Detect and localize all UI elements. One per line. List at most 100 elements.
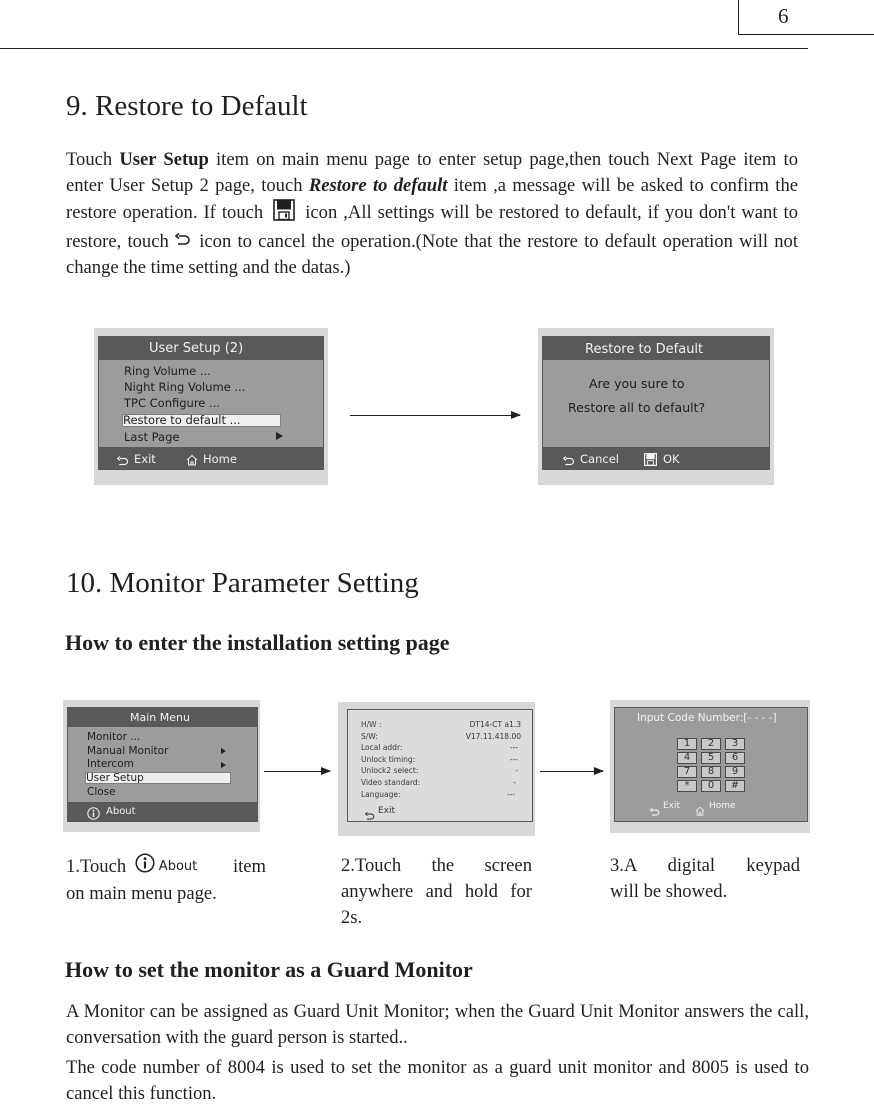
para-text: icon ,All settings will be restored to d… <box>66 202 798 252</box>
step-3-line-1: 3.A digital keypad <box>610 855 800 876</box>
step-1-caption: 1.Touch About item on main menu page. <box>66 853 266 907</box>
menu-item-restore-to-default[interactable]: Restore to default ... <box>122 414 281 427</box>
menu-item-ring-volume[interactable]: Ring Volume ... <box>124 364 211 378</box>
back-icon <box>174 229 191 255</box>
home-icon[interactable] <box>186 451 198 470</box>
keypad-key-9[interactable]: 9 <box>725 766 745 778</box>
save-icon <box>273 199 296 229</box>
info-icon <box>135 853 155 881</box>
main-menu-screen: Main Menu Monitor ... Manual Monitor Int… <box>67 707 258 822</box>
keypad-key-3[interactable]: 3 <box>725 738 745 750</box>
step-1-text: 1.Touch <box>66 856 131 877</box>
main-menu-screen-frame: Main Menu Monitor ... Manual Monitor Int… <box>63 700 260 832</box>
info-value: DT14-CT a1.3 <box>469 720 521 729</box>
keypad-key-8[interactable]: 8 <box>701 766 721 778</box>
keypad-key-2[interactable]: 2 <box>701 738 721 750</box>
keypad-key-star[interactable]: * <box>677 780 697 792</box>
back-icon[interactable] <box>649 802 660 821</box>
home-button[interactable]: Home <box>709 801 736 811</box>
exit-button[interactable]: Exit <box>134 452 156 466</box>
info-icon[interactable] <box>87 805 100 824</box>
keypad-key-7[interactable]: 7 <box>677 766 697 778</box>
subheading-installation: How to enter the installation setting pa… <box>65 630 450 655</box>
info-value: --- <box>509 743 518 753</box>
menu-item-monitor[interactable]: Monitor ... <box>87 731 141 743</box>
cancel-button[interactable]: Cancel <box>580 452 619 466</box>
screen-bottom-bar: Exit Home <box>99 447 323 469</box>
user-setup-screen: User Setup (2) Ring Volume ... Night Rin… <box>98 336 324 470</box>
back-icon[interactable] <box>116 452 129 471</box>
ok-button[interactable]: OK <box>663 452 680 466</box>
screen-bottom-bar: Cancel OK <box>543 447 769 469</box>
keypad-key-1[interactable]: 1 <box>677 738 697 750</box>
triangle-right-icon <box>276 432 283 440</box>
confirm-line-2: Restore all to default? <box>568 400 706 415</box>
page-number-box <box>738 0 874 35</box>
info-label: Language: <box>361 789 401 799</box>
info-value: --- <box>506 789 515 799</box>
triangle-right-icon <box>221 748 226 754</box>
guard-paragraph-2: The code number of 8004 is used to set t… <box>66 1057 809 1104</box>
keypad-screen: Input Code Number:[- - - -] 1 2 3 4 5 6 … <box>614 707 808 822</box>
step-3-line-2: will be showed. <box>610 881 728 902</box>
step-2-line-3: 2s. <box>341 907 363 928</box>
page-number: 6 <box>778 4 789 28</box>
info-value: - <box>515 766 518 776</box>
section-9-paragraph: Touch User Setup item on main menu page … <box>66 147 798 281</box>
para-text: item ,a message will be asked to confirm… <box>66 175 798 223</box>
restore-to-default-term: Restore to default <box>308 175 448 196</box>
info-label: S/W: <box>361 731 378 741</box>
input-code-title: Input Code Number:[- - - -] <box>637 712 777 724</box>
keypad-key-6[interactable]: 6 <box>725 752 745 764</box>
para-text: Touch <box>66 149 120 170</box>
menu-item-tpc-configure[interactable]: TPC Configure ... <box>124 396 221 410</box>
para-text: icon to cancel the operation.(Note that … <box>66 231 799 278</box>
user-setup-term: User Setup <box>119 149 209 170</box>
info-rows: H/W :DT14-CT a1.3 S/W:V17.11.418.00 Loca… <box>361 720 521 801</box>
home-icon[interactable] <box>695 801 705 820</box>
keypad-key-5[interactable]: 5 <box>701 752 721 764</box>
triangle-right-icon <box>221 762 226 768</box>
info-label: Unlock2 select: <box>361 766 419 776</box>
info-value: V17.11.418.00 <box>465 731 521 741</box>
back-icon[interactable] <box>364 806 375 825</box>
menu-item-last-page[interactable]: Last Page <box>124 430 180 444</box>
info-value: - <box>513 777 516 787</box>
section-10-heading: 10. Monitor Parameter Setting <box>66 567 419 599</box>
exit-button[interactable]: Exit <box>378 806 396 816</box>
info-value: --- <box>509 754 518 764</box>
info-screen-frame: H/W :DT14-CT a1.3 S/W:V17.11.418.00 Loca… <box>338 702 535 836</box>
menu-item-user-setup[interactable]: User Setup <box>85 772 231 784</box>
keypad-key-0[interactable]: 0 <box>701 780 721 792</box>
restore-screen: Restore to Default Are you sure to Resto… <box>542 336 770 470</box>
about-button[interactable]: About <box>106 806 136 817</box>
menu-item-close[interactable]: Close <box>87 786 116 798</box>
flow-arrow <box>350 411 521 419</box>
guard-paragraph-1: A Monitor can be assigned as Guard Unit … <box>66 1001 809 1048</box>
screen-title-bar: Restore to Default <box>543 337 769 360</box>
back-icon[interactable] <box>562 452 575 471</box>
info-label: H/W : <box>361 720 382 729</box>
save-icon[interactable] <box>644 451 657 470</box>
step-1-line-2: on main menu page. <box>66 883 217 904</box>
screen-title: Restore to Default <box>585 342 704 357</box>
keypad-key-hash[interactable]: # <box>725 780 745 792</box>
exit-button[interactable]: Exit <box>663 801 681 811</box>
step-2-line-1: 2.Touch the screen <box>341 855 532 876</box>
menu-item-intercom[interactable]: Intercom <box>87 758 134 770</box>
screen-title-bar: User Setup (2) <box>99 337 323 360</box>
screen-title: Main Menu <box>130 711 190 724</box>
screen-bottom-bar: About <box>68 802 257 821</box>
user-setup-screen-frame: User Setup (2) Ring Volume ... Night Rin… <box>94 328 328 485</box>
step-2-line-2: anywhere and hold for <box>341 881 532 902</box>
keypad-key-4[interactable]: 4 <box>677 752 697 764</box>
menu-item-night-ring-volume[interactable]: Night Ring Volume ... <box>124 380 246 394</box>
screen-title: User Setup (2) <box>149 341 244 356</box>
keypad-screen-frame: Input Code Number:[- - - -] 1 2 3 4 5 6 … <box>610 700 810 833</box>
home-button[interactable]: Home <box>203 452 237 466</box>
flow-arrow <box>264 767 331 775</box>
step-1-text: item <box>232 856 266 877</box>
step-2-caption: 2.Touch the screen anywhere and hold for… <box>341 853 532 931</box>
menu-item-manual-monitor[interactable]: Manual Monitor <box>87 745 169 757</box>
info-label: Video standard: <box>361 777 421 787</box>
